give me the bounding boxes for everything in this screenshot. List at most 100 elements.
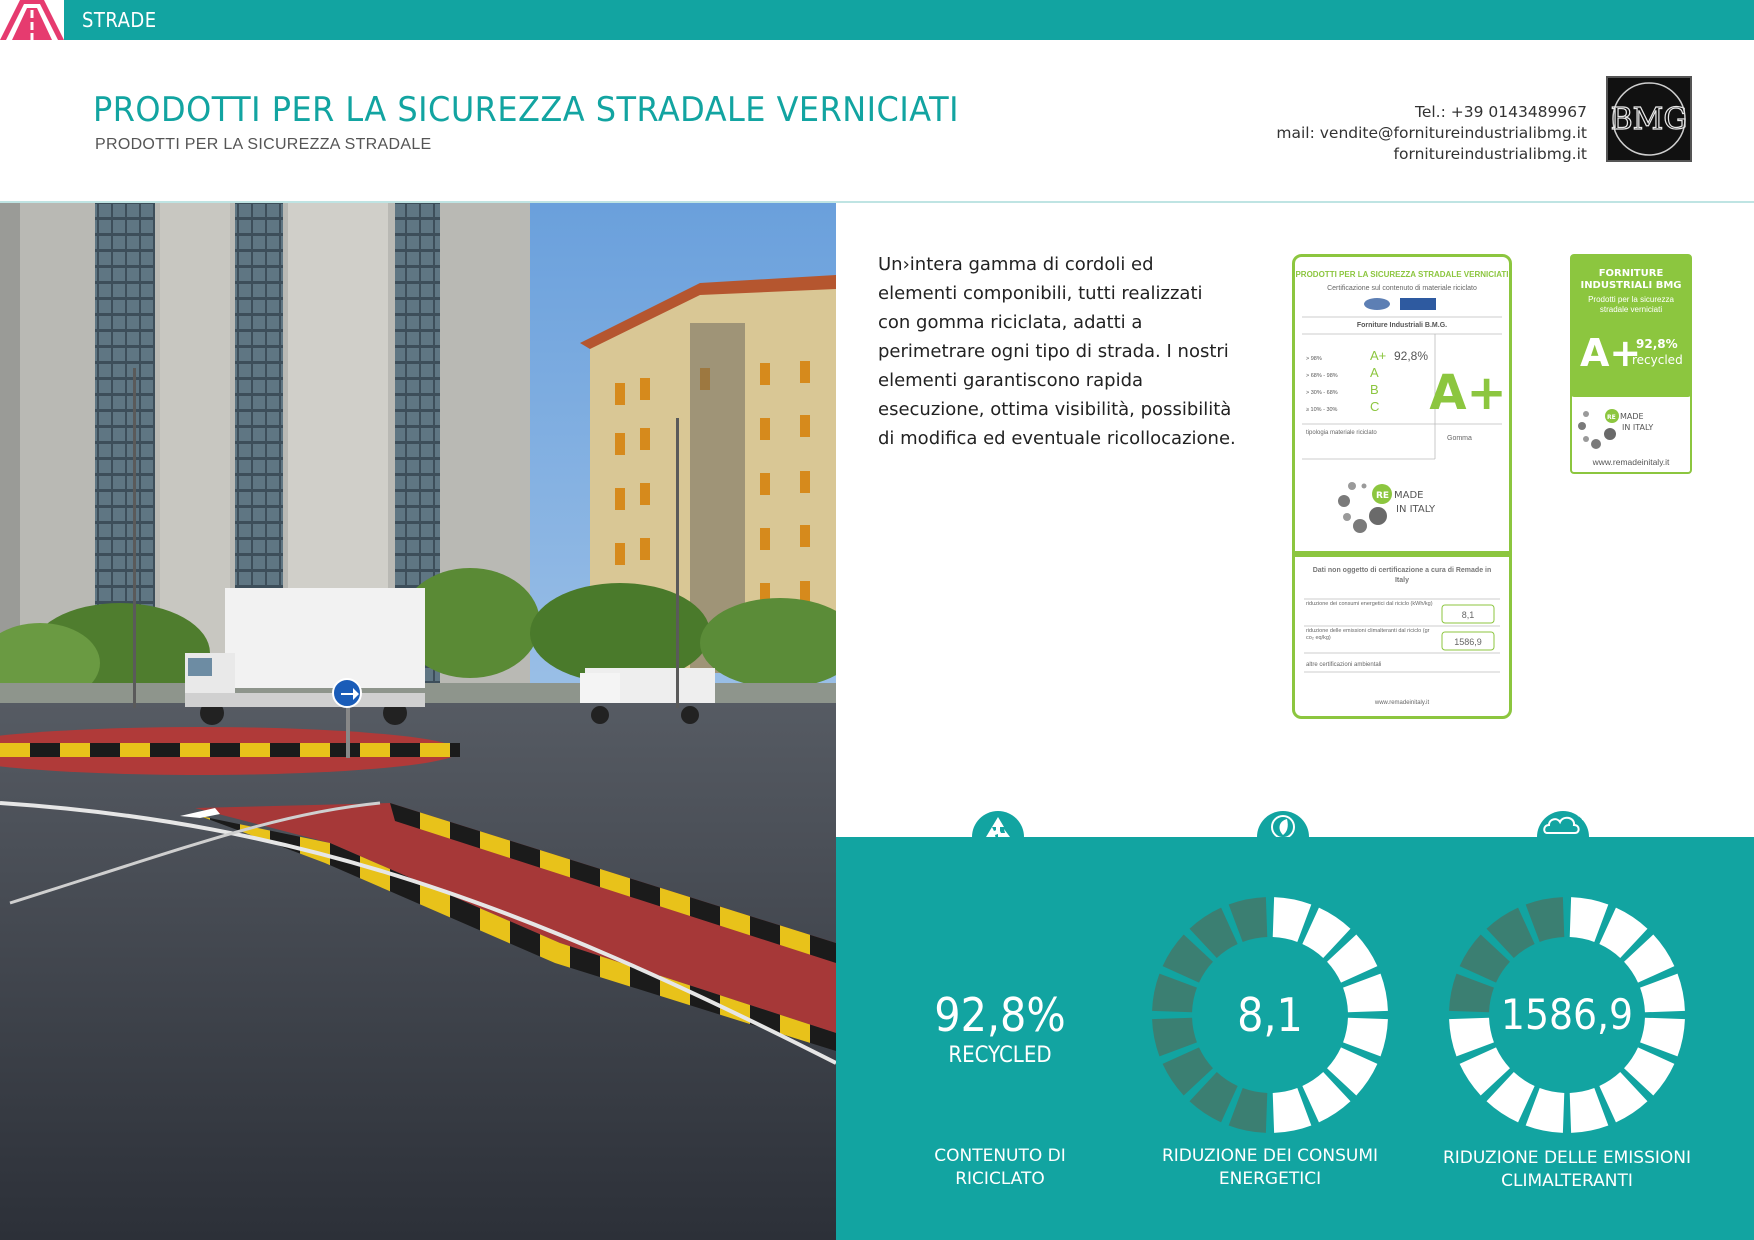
ring-segment [1302, 1072, 1351, 1123]
ring-segment [1228, 897, 1268, 942]
cert-row-2-label: altre certificazioni ambientali [1306, 662, 1381, 668]
small-cert-remade-line1: MADE [1620, 412, 1644, 421]
ring-segment [1569, 1088, 1609, 1133]
ring-segment [1152, 1017, 1197, 1057]
lightbulb-icon-tab [1247, 797, 1319, 863]
caption-consumi-line2: ENERGETICI [1218, 1169, 1322, 1189]
cert-percent: 92,8% [1394, 349, 1428, 363]
ring-segment [1599, 907, 1648, 958]
road-logo-icon [0, 0, 64, 40]
cert-company: Forniture Industriali B.M.G. [1357, 322, 1447, 329]
cert-range-3: ≥ 10% - 30% [1306, 407, 1338, 413]
ring-segment [1525, 1088, 1565, 1133]
cert-row-1-value: 1586,9 [1454, 637, 1482, 647]
cert-class-1: A [1370, 365, 1379, 380]
remade-label-small: FORNITURE INDUSTRIALI BMG Prodotti per l… [1570, 254, 1692, 474]
caption-contenuto: CONTENUTO DI RICICLATO [890, 1145, 1110, 1191]
remade-dots-icon [1338, 482, 1392, 533]
ring-segment [1640, 973, 1685, 1013]
contact-tel[interactable]: Tel.: +39 0143489967 [1414, 103, 1587, 121]
recycle-icon-tab [962, 797, 1034, 863]
ring-segment [1152, 973, 1197, 1013]
caption-consumi-line1: RIDUZIONE DEI CONSUMI [1161, 1146, 1379, 1166]
energy-ring-chart [1152, 897, 1388, 1133]
section-label: STRADE [82, 8, 157, 32]
cert-remade-line2: IN ITALY [1396, 504, 1436, 515]
ring-segment [1486, 907, 1535, 958]
caption-emissioni-line2: CLIMALTERANTI [1501, 1171, 1633, 1191]
caption-emissioni-line1: RIDUZIONE DELLE EMISSIONI [1442, 1148, 1691, 1168]
small-cert-percent: 92,8% [1636, 337, 1678, 351]
cert-title: PRODOTTI PER LA SICUREZZA STRADALE VERNI… [1295, 270, 1508, 279]
cert-remade-prefix: RE [1376, 491, 1389, 501]
header-divider [0, 201, 1754, 203]
ring-segment [1189, 907, 1238, 958]
caption-contenuto-line2: RICICLATO [955, 1169, 1045, 1189]
small-cert-remade-prefix: RE [1607, 414, 1616, 421]
ring-segment [1302, 907, 1351, 958]
product-description: Un›intera gamma di cordoli ed elementi c… [878, 254, 1236, 449]
small-cert-grade: A+ [1580, 331, 1641, 375]
ring-segment [1640, 1017, 1685, 1057]
cert-note: Dati non oggetto di certificazione a cur… [1312, 567, 1492, 584]
page-subtitle: PRODOTTI PER LA SICUREZZA STRADALE [95, 136, 432, 153]
ring-segment [1624, 1047, 1675, 1096]
cloud-icon [1537, 811, 1589, 863]
cert-material-label: tipologia materiale riciclato [1306, 430, 1377, 436]
cert-class-0: A+ [1370, 348, 1386, 363]
cert-range-1: > 68% - 98% [1306, 373, 1338, 379]
ring-segment [1525, 897, 1565, 942]
page-title: PRODOTTI PER LA SICUREZZA STRADALE VERNI… [93, 90, 959, 130]
ring-segment [1272, 1088, 1312, 1133]
cert-grade: A+ [1429, 365, 1506, 421]
top-bar: STRADE [0, 0, 1754, 40]
ring-segment [1189, 1072, 1238, 1123]
small-cert-footer: www.remadeinitaly.it [1592, 457, 1670, 467]
caption-consumi: RIDUZIONE DEI CONSUMI ENERGETICI [1150, 1145, 1390, 1191]
small-cert-remade-line2: IN ITALY [1622, 423, 1653, 432]
cert-row-1-label: riduzione delle emissioni climalteranti … [1306, 628, 1430, 641]
ring-segment [1327, 1047, 1378, 1096]
cloud-icon-tab [1527, 797, 1599, 863]
cert-remade-line1: MADE [1394, 490, 1424, 501]
contact-mail[interactable]: mail: vendite@fornitureindustrialibmg.it [1276, 124, 1587, 142]
small-cert-head1: FORNITURE [1599, 268, 1664, 279]
recycle-icon [972, 811, 1024, 863]
cert-range-2: > 30% - 68% [1306, 390, 1338, 396]
bmg-logo: BMG [1606, 76, 1692, 162]
caption-contenuto-line1: CONTENUTO DI [934, 1146, 1066, 1166]
ring-segment [1162, 934, 1213, 983]
ring-segment [1228, 1088, 1268, 1133]
emissions-ring-chart [1449, 897, 1685, 1133]
ring-segment [1449, 973, 1494, 1013]
small-remade-dots-icon [1578, 409, 1619, 449]
small-cert-recycled: recycled [1632, 353, 1683, 367]
stat-recycled-value: 92,8% [934, 988, 1066, 1042]
stat-emissions-value: 1586,9 [1500, 990, 1634, 1039]
small-cert-sub1: Prodotti per la sicurezza [1588, 295, 1674, 304]
small-cert-head2: INDUSTRIALI BMG [1580, 280, 1681, 291]
small-cert-sub2: stradale verniciati [1600, 305, 1662, 314]
contact-block: Tel.: +39 0143489967 mail: vendite@forni… [1276, 102, 1587, 165]
roundabout-photo [0, 203, 836, 1240]
ring-segment [1486, 1072, 1535, 1123]
cert-footer: www.remadeinitaly.it [1374, 700, 1430, 706]
cert-subtitle: Certificazione sul contenuto di material… [1327, 285, 1477, 292]
ring-segment [1459, 934, 1510, 983]
stat-energy-value: 8,1 [1237, 988, 1303, 1042]
ring-segment [1624, 934, 1675, 983]
cert-material-value: Gomma [1447, 435, 1472, 442]
ring-segment [1162, 1047, 1213, 1096]
ring-segment [1272, 897, 1312, 942]
cert-range-0: > 98% [1306, 356, 1322, 362]
bmg-logo-text: BMG [1611, 102, 1688, 137]
ring-segment [1569, 897, 1609, 942]
contact-web[interactable]: fornitureindustrialibmg.it [1393, 145, 1587, 163]
cert-class-2: B [1370, 382, 1379, 397]
ring-segment [1343, 973, 1388, 1013]
cert-row-0-label: riduzione dei consumi energetici dal ric… [1306, 601, 1433, 607]
cert-class-3: C [1370, 399, 1379, 414]
recycled-content-certificate: PRODOTTI PER LA SICUREZZA STRADALE VERNI… [1292, 254, 1512, 719]
stat-recycled-sub: RECYCLED [948, 1043, 1052, 1068]
